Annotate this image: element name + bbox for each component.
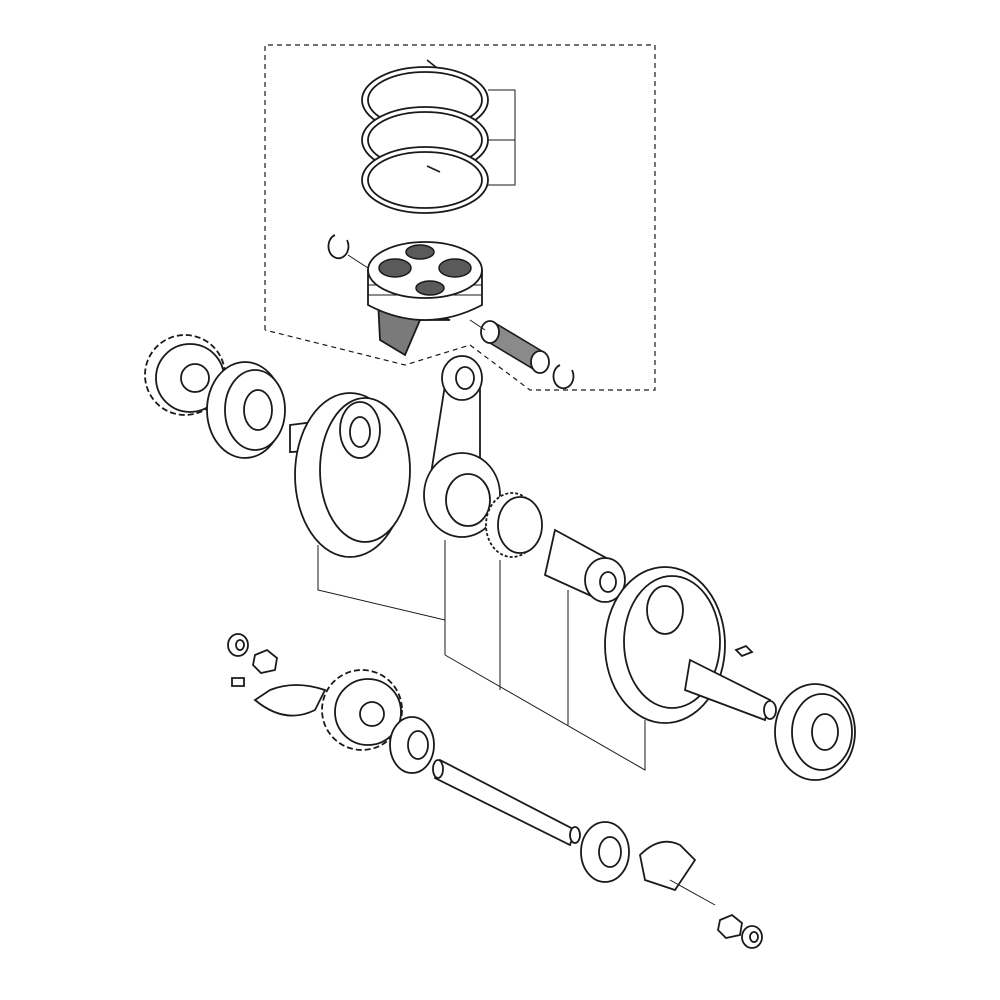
- rings-leader-bracket: [488, 89, 516, 186]
- circlip-left[interactable]: [327, 234, 350, 260]
- nut-left[interactable]: [227, 633, 249, 657]
- assembly-leader-lines: [317, 540, 646, 771]
- bolt-left[interactable]: [231, 677, 245, 687]
- balancer-shaft[interactable]: [432, 758, 581, 847]
- piston-kit-boundary: [264, 44, 656, 391]
- needle-bearing[interactable]: [485, 492, 543, 558]
- lock-washer-right[interactable]: [717, 913, 743, 939]
- balancer-weight-left[interactable]: [253, 684, 327, 717]
- crank-pin[interactable]: [543, 528, 626, 603]
- main-bearing-left[interactable]: [206, 361, 286, 459]
- balancer-weight-right[interactable]: [639, 840, 697, 892]
- balancer-bearing-left[interactable]: [389, 716, 435, 774]
- woodruff-key[interactable]: [734, 644, 754, 658]
- piston-pin[interactable]: [480, 320, 550, 374]
- piston[interactable]: [367, 241, 483, 357]
- crank-half-right[interactable]: [604, 566, 777, 724]
- balancer-gear[interactable]: [321, 669, 403, 751]
- piston-rings[interactable]: [361, 59, 489, 214]
- balancer-bearing-right[interactable]: [580, 821, 630, 883]
- lock-washer-left[interactable]: [252, 648, 278, 674]
- main-bearing-right[interactable]: [774, 683, 856, 781]
- connecting-rod[interactable]: [423, 355, 501, 538]
- crank-half-left[interactable]: [289, 392, 411, 558]
- circlip-right[interactable]: [552, 364, 575, 390]
- nut-right[interactable]: [741, 925, 763, 949]
